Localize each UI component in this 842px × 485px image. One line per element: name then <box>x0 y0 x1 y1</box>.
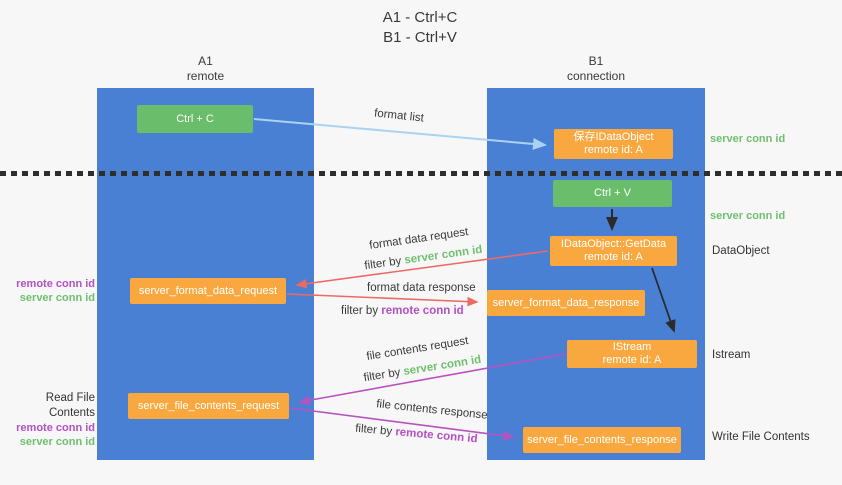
node-istream-line1: IStream <box>612 341 652 353</box>
node-server-format-data-request: server_format_data_request <box>130 278 286 304</box>
annotation-remote-conn-id-1: remote conn id <box>16 278 95 290</box>
node-server-format-data-response: server_format_data_response <box>487 290 645 316</box>
annotation-server-conn-id-1: server conn id <box>19 292 95 304</box>
annotation-server-conn-id-mid: server conn id <box>710 210 786 222</box>
node-ctrl-c: Ctrl + C <box>137 105 253 133</box>
right-column-header: B1 connection <box>487 54 705 84</box>
label-format-list: format list <box>373 107 425 125</box>
node-getdata-line1: IDataObject::GetData <box>560 238 667 250</box>
node-server-file-contents-request: server_file_contents_request <box>128 393 289 419</box>
right-column-name: B1 <box>588 54 604 68</box>
node-save-idataobject-line1: 保存IDataObject <box>573 131 654 143</box>
left-column-header: A1 remote <box>97 54 314 84</box>
label-file-contents-response: file contents response <box>375 398 489 422</box>
diagram-title: A1 - Ctrl+C B1 - Ctrl+V <box>300 8 540 48</box>
filter-by-text: filter by <box>354 422 396 439</box>
annotation-remote-conn-id-2: remote conn id <box>16 422 95 434</box>
format-data-response-arrow <box>286 293 479 307</box>
annotation-read-file-contents: Read File Contents <box>45 392 95 419</box>
node-server-file-contents-response: server_file_contents_response <box>523 427 681 453</box>
filter-by-text: filter by <box>362 366 405 385</box>
annotation-dataobject: DataObject <box>712 245 770 257</box>
node-file-request-label: server_file_contents_request <box>137 399 280 412</box>
annotation-istream: Istream <box>712 349 751 361</box>
label-filter-by-remote-conn-id-1: filter by remote conn id <box>341 305 464 317</box>
node-file-response-label: server_file_contents_response <box>527 433 677 446</box>
node-save-idataobject: 保存IDataObject remote id: A <box>554 129 673 159</box>
node-istream: IStream remote id: A <box>567 340 697 368</box>
node-idataobject-getdata: IDataObject::GetData remote id: A <box>550 236 677 266</box>
label-filter-by-remote-conn-id-2: filter by remote conn id <box>355 423 478 446</box>
label-format-data-response: format data response <box>367 282 476 294</box>
remote-conn-id-text: remote conn id <box>394 426 478 446</box>
node-ctrl-c-label: Ctrl + C <box>176 112 214 125</box>
server-conn-id-text: server conn id <box>402 353 483 378</box>
annotation-server-conn-id-top: server conn id <box>710 133 786 145</box>
annotation-write-file-contents: Write File Contents <box>712 431 810 443</box>
left-column-name: A1 <box>198 54 213 68</box>
dashed-separator-line <box>0 171 842 176</box>
node-ctrl-v: Ctrl + V <box>553 180 672 207</box>
annotation-format-conn-ids: remote conn id server conn id <box>0 277 95 305</box>
filter-by-text: filter by <box>363 254 406 273</box>
node-ctrl-v-label: Ctrl + V <box>594 187 631 199</box>
title-line-a1: A1 - Ctrl+C <box>382 9 458 26</box>
filter-by-text: filter by <box>341 305 382 317</box>
node-format-request-label: server_format_data_request <box>138 284 278 297</box>
remote-conn-id-text: remote conn id <box>381 305 464 317</box>
title-line-b1: B1 - Ctrl+V <box>383 29 457 46</box>
node-istream-line2: remote id: A <box>602 354 662 366</box>
left-column-role: remote <box>186 69 225 83</box>
node-format-response-label: server_format_data_response <box>492 296 640 309</box>
server-conn-id-text: server conn id <box>403 243 484 267</box>
node-save-idataobject-line2: remote id: A <box>584 144 643 156</box>
annotation-file-conn-ids: Read File Contents remote conn id server… <box>0 391 95 449</box>
node-getdata-line2: remote id: A <box>584 251 643 263</box>
right-column-role: connection <box>566 69 626 83</box>
annotation-server-conn-id-2: server conn id <box>19 436 95 448</box>
